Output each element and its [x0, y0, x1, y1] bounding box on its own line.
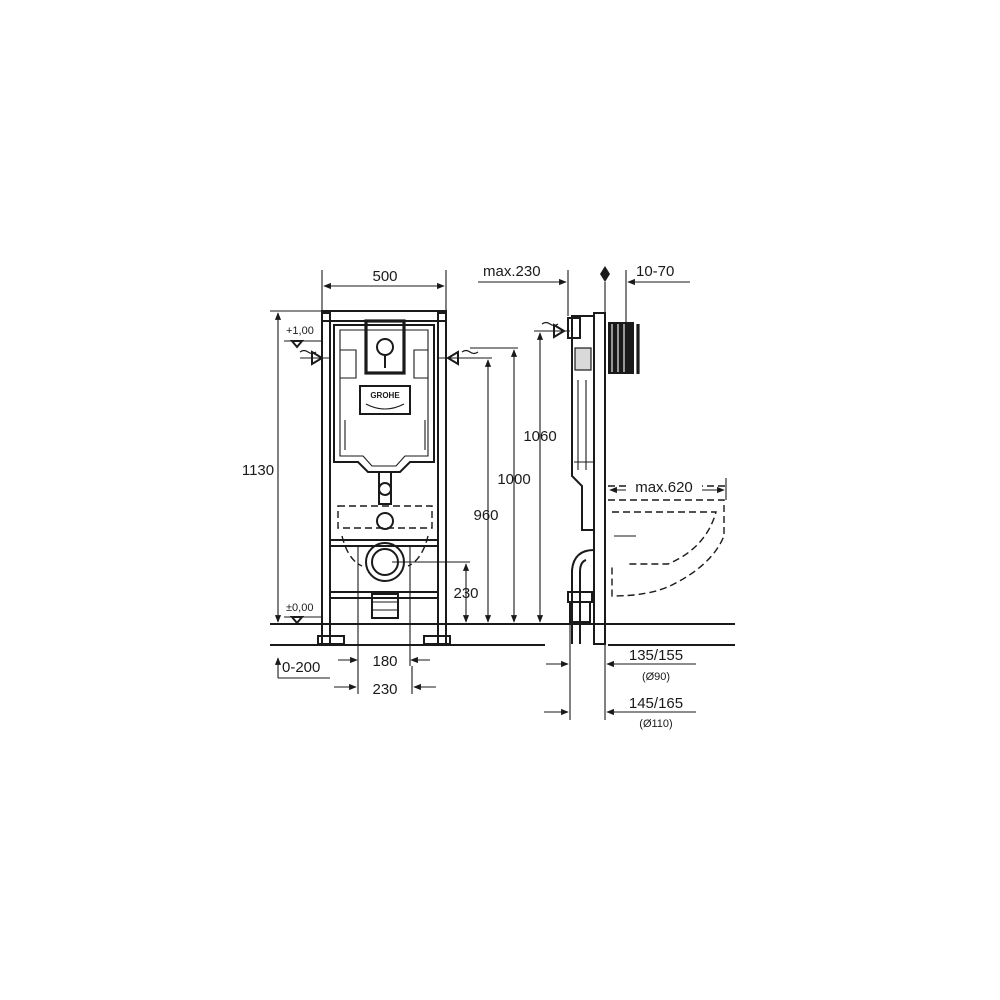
- dim-500-label: 500: [372, 268, 397, 285]
- dim-135-155-label: 135/155: [629, 647, 683, 664]
- dim-960-label: 960: [473, 507, 498, 524]
- pan-bowl-inner: [612, 511, 717, 565]
- level-top-label: +1,00: [286, 325, 314, 337]
- side-view: 1060 max.230 10-70: [478, 263, 735, 730]
- frame-foot-right: [423, 635, 451, 645]
- frame-left-post: [321, 312, 331, 645]
- cistern-inner: [339, 329, 429, 467]
- flush-valve-icon: [376, 338, 394, 356]
- note-d90: (Ø90): [642, 671, 670, 683]
- dim-max230-label: max.230: [483, 263, 541, 280]
- water-inlet-right: [438, 349, 479, 366]
- level-bottom-marker: [284, 616, 322, 625]
- side-waste-pipe: [569, 601, 591, 623]
- flush-pipe: [378, 471, 392, 505]
- brand-plate: [359, 385, 411, 415]
- side-cistern: [571, 315, 595, 531]
- dim-1000-label: 1000: [497, 471, 530, 488]
- dim-145-165-label: 145/165: [629, 695, 683, 712]
- dim-1060-label: 1060: [523, 428, 556, 445]
- brand-swoosh-icon: [365, 403, 405, 410]
- waste-bend: [371, 593, 399, 619]
- level-bottom-label: ±0,00: [286, 602, 313, 614]
- note-d110: (Ø110): [639, 718, 672, 730]
- pan-outline: [337, 505, 433, 529]
- water-inlet-left: [299, 349, 330, 366]
- cistern: [333, 324, 435, 473]
- dim-1130-label: 1130: [242, 462, 274, 479]
- dim-230v-label: 230: [453, 585, 478, 602]
- diamond-icon: [600, 266, 610, 282]
- level-top-marker: [284, 340, 322, 349]
- cistern-left-panel: [340, 349, 357, 379]
- dim-180-label: 180: [372, 653, 397, 670]
- side-cistern-top: [567, 317, 581, 339]
- dim-max620-bg: [626, 476, 702, 494]
- pan-profile: [608, 499, 725, 597]
- frame-right-post: [437, 312, 447, 645]
- brand-logo: GROHE: [370, 391, 400, 400]
- side-waste-bend: [571, 549, 595, 644]
- frame-foot-left: [317, 635, 345, 645]
- front-view: GROHE +1,00: [242, 268, 545, 698]
- dim-0-200-label: 0-200: [282, 659, 320, 676]
- dim-max620-label: max.620: [635, 479, 693, 496]
- flush-plate-opening: [364, 319, 406, 375]
- dim-10-70-label: 10-70: [636, 263, 674, 280]
- flush-pipe-coupling: [378, 482, 392, 496]
- cistern-right-panel: [413, 349, 428, 379]
- side-valve-block: [574, 347, 592, 371]
- side-water-inlet: [541, 321, 570, 339]
- dim-230h-label: 230: [372, 681, 397, 698]
- flush-bend: [376, 512, 394, 530]
- side-frame-post: [593, 312, 606, 645]
